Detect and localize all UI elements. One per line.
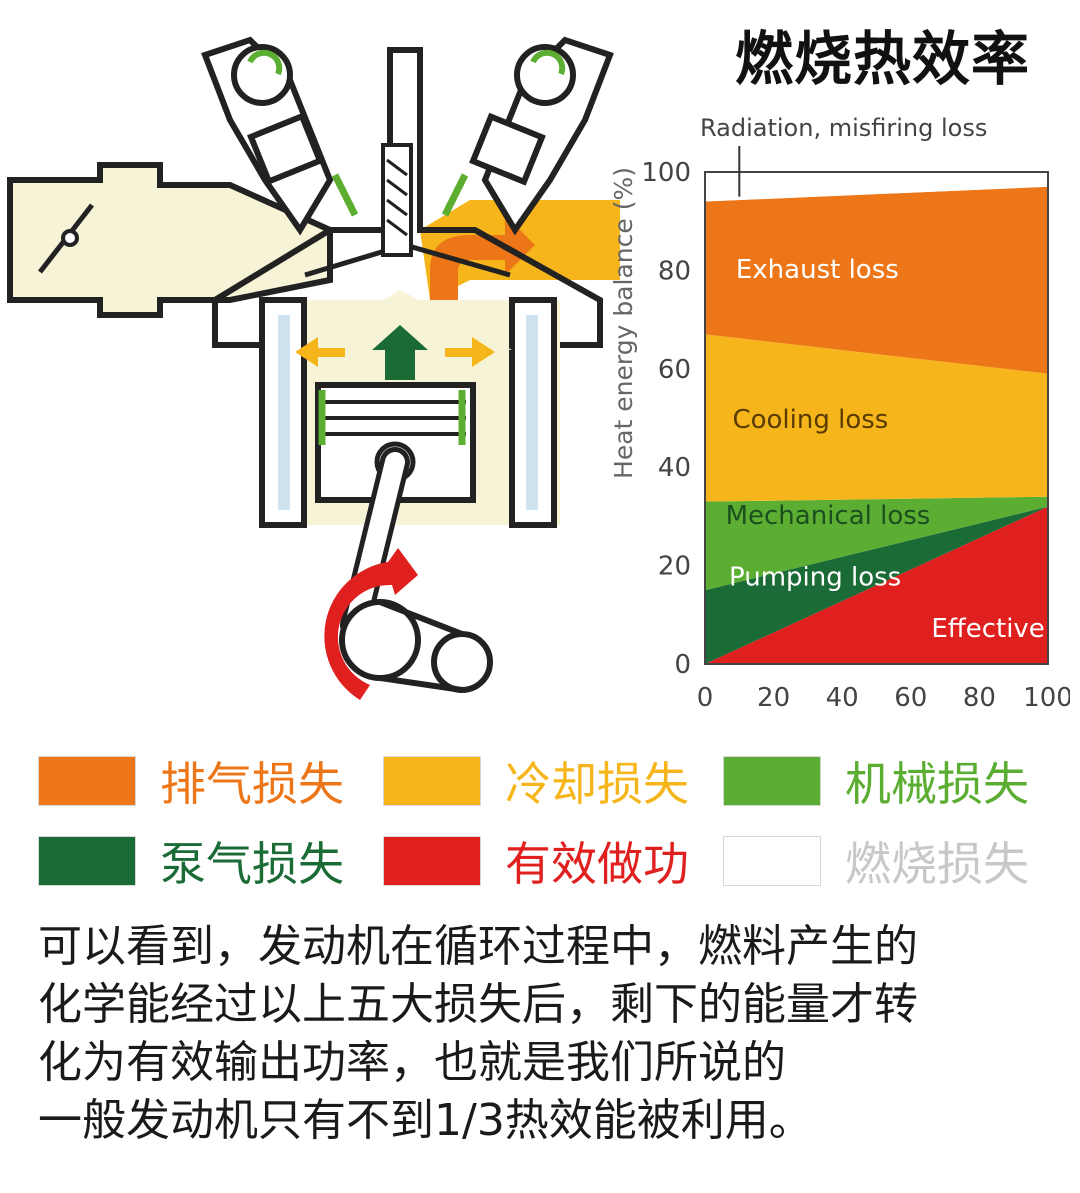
x-tick-label: 40 [826, 683, 859, 713]
series-label: Cooling loss [732, 405, 888, 435]
x-tick-label: 20 [757, 683, 790, 713]
series-label: Effective output [931, 614, 1070, 644]
legend-swatch [723, 836, 821, 886]
paragraph-line: 一般发动机只有不到1/3热效能被利用。 [38, 1095, 813, 1146]
area-radiation-misfiring-loss [705, 172, 1048, 202]
engine-diagram [7, 36, 620, 700]
x-tick-label: 100 [1023, 683, 1070, 713]
x-tick-label: 60 [894, 683, 927, 713]
legend-item-effective: 有效做功 [383, 828, 689, 894]
x-tick-label: 80 [963, 683, 996, 713]
y-axis-ticks: 0 20 40 60 80 100 [641, 158, 691, 680]
y-axis-label: Heat energy balance (%) [609, 167, 638, 479]
legend-label: 排气损失 [160, 757, 344, 811]
legend-item-combustion: 燃烧损失 [723, 828, 1029, 894]
area-mechanical-loss [705, 496, 1048, 591]
legend-swatch [38, 756, 136, 806]
y-tick-label: 0 [674, 650, 691, 680]
chart-areas [705, 172, 1048, 664]
legend-label: 有效做功 [505, 837, 689, 891]
y-tick-label: 40 [658, 453, 691, 483]
legend-swatch [723, 756, 821, 806]
connecting-rod [339, 447, 493, 693]
series-label: Exhaust loss [736, 255, 899, 285]
paragraph-line: 化学能经过以上五大损失后，剩下的能量才转 [38, 979, 918, 1030]
legend-item-pumping: 泵气损失 [38, 828, 344, 894]
heat-balance-chart: Effective output Pumping loss Mechanical l… [609, 114, 1070, 713]
paragraph-line: 可以看到，发动机在循环过程中，燃料产生的 [38, 921, 918, 972]
area-effective-output [705, 506, 1048, 664]
legend-label: 泵气损失 [160, 837, 344, 891]
x-tick-label: 0 [697, 683, 714, 713]
chart-series-labels: Effective output Pumping loss Mechanical l… [726, 255, 1070, 644]
legend-item-exhaust: 排气损失 [38, 748, 344, 814]
series-label: Pumping loss [729, 562, 901, 592]
area-cooling-loss [705, 334, 1048, 502]
legend-item-mechanical: 机械损失 [723, 748, 1029, 814]
crank-rotation-arrow [324, 548, 418, 700]
legend: 排气损失 冷却损失 机械损失 泵气损失 有效做功 燃烧损失 [38, 748, 1058, 891]
y-tick-label: 60 [658, 355, 691, 385]
area-exhaust-loss [705, 186, 1048, 374]
legend-swatch [38, 836, 136, 886]
camshafts [201, 36, 614, 236]
y-tick-label: 80 [658, 256, 691, 286]
legend-label: 冷却损失 [505, 757, 689, 811]
legend-swatch [383, 756, 481, 806]
description-paragraph: 可以看到，发动机在循环过程中，燃料产生的 化学能经过以上五大损失后，剩下的能量才… [38, 918, 1058, 1150]
heat-flow-arrows [295, 173, 495, 445]
legend-label: 燃烧损失 [845, 837, 1029, 891]
page-title: 燃烧热效率 [735, 25, 1031, 93]
y-tick-label: 100 [641, 158, 691, 188]
x-axis-ticks: 0 20 40 60 80 100 [697, 683, 1070, 713]
paragraph-line: 化为有效输出功率，也就是我们所说的 [38, 1037, 786, 1088]
y-tick-label: 20 [658, 552, 691, 582]
series-label: Mechanical loss [726, 501, 931, 531]
exhaust-port [420, 200, 620, 318]
legend-swatch [383, 836, 481, 886]
spark-plug [381, 143, 413, 257]
chart-frame [704, 171, 1049, 665]
annotation-label: Radiation, misfiring loss [700, 114, 987, 142]
legend-label: 机械损失 [845, 757, 1029, 811]
legend-item-cooling: 冷却损失 [383, 748, 689, 814]
